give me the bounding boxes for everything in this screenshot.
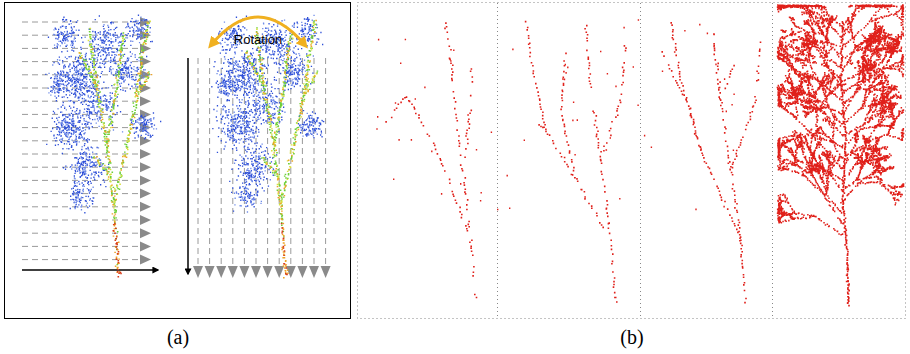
scan-triangle <box>286 266 296 278</box>
scan-line <box>22 259 139 260</box>
panel-separator <box>497 3 498 318</box>
scan-line <box>22 193 139 194</box>
scan-line <box>22 114 139 115</box>
panel-label: (a) <box>167 326 189 348</box>
scan-line <box>325 58 326 265</box>
panel-b-frame <box>358 3 906 319</box>
point-set <box>113 224 288 277</box>
scan-line <box>198 58 199 265</box>
scan-triangle <box>140 215 151 225</box>
scan-line <box>22 180 139 181</box>
scan-triangle <box>140 96 151 106</box>
scan-triangle <box>263 266 273 278</box>
scan-triangle <box>140 202 151 212</box>
scan-line <box>22 127 139 128</box>
scan-triangle <box>140 149 151 159</box>
scan-line <box>22 22 139 23</box>
scan-triangle <box>251 266 261 278</box>
point-set <box>376 5 904 306</box>
scan-triangle <box>239 266 249 278</box>
scan-triangle <box>140 189 151 199</box>
panel-a-frame <box>5 3 351 319</box>
scan-line <box>22 233 139 234</box>
scan-line <box>22 61 139 62</box>
scan-line <box>22 220 139 221</box>
scan-triangle <box>140 162 151 172</box>
scan-triangle <box>140 241 151 251</box>
scan-triangle <box>309 266 319 278</box>
rotation-label: Rotation <box>234 33 282 47</box>
scan-line <box>279 58 280 265</box>
scan-line <box>22 140 139 141</box>
panel-separator <box>640 3 641 318</box>
scan-triangle <box>216 266 226 278</box>
point-cloud <box>45 5 904 306</box>
scan-triangle <box>193 266 203 278</box>
scan-line <box>232 58 233 265</box>
scan-line <box>209 58 210 265</box>
point-set <box>79 21 317 278</box>
axis-arrow <box>22 269 158 271</box>
scan-line <box>302 58 303 265</box>
scan-triangle <box>321 266 331 278</box>
scan-triangle <box>228 266 238 278</box>
panel-label: (b) <box>620 326 643 348</box>
scan-triangle <box>140 228 151 238</box>
point-set <box>79 21 318 220</box>
scan-triangle <box>205 266 215 278</box>
scan-triangle <box>140 255 151 265</box>
axis-arrow <box>187 58 189 274</box>
point-set <box>48 15 323 212</box>
scan-lines <box>22 17 331 278</box>
scan-triangle <box>297 266 307 278</box>
scan-line <box>221 58 222 265</box>
scan-line <box>22 246 139 247</box>
scan-triangle <box>140 175 151 185</box>
scan-line <box>314 58 315 265</box>
scan-triangle <box>274 266 284 278</box>
point-set <box>45 15 324 213</box>
scan-line <box>22 101 139 102</box>
panel-separator <box>772 3 773 318</box>
